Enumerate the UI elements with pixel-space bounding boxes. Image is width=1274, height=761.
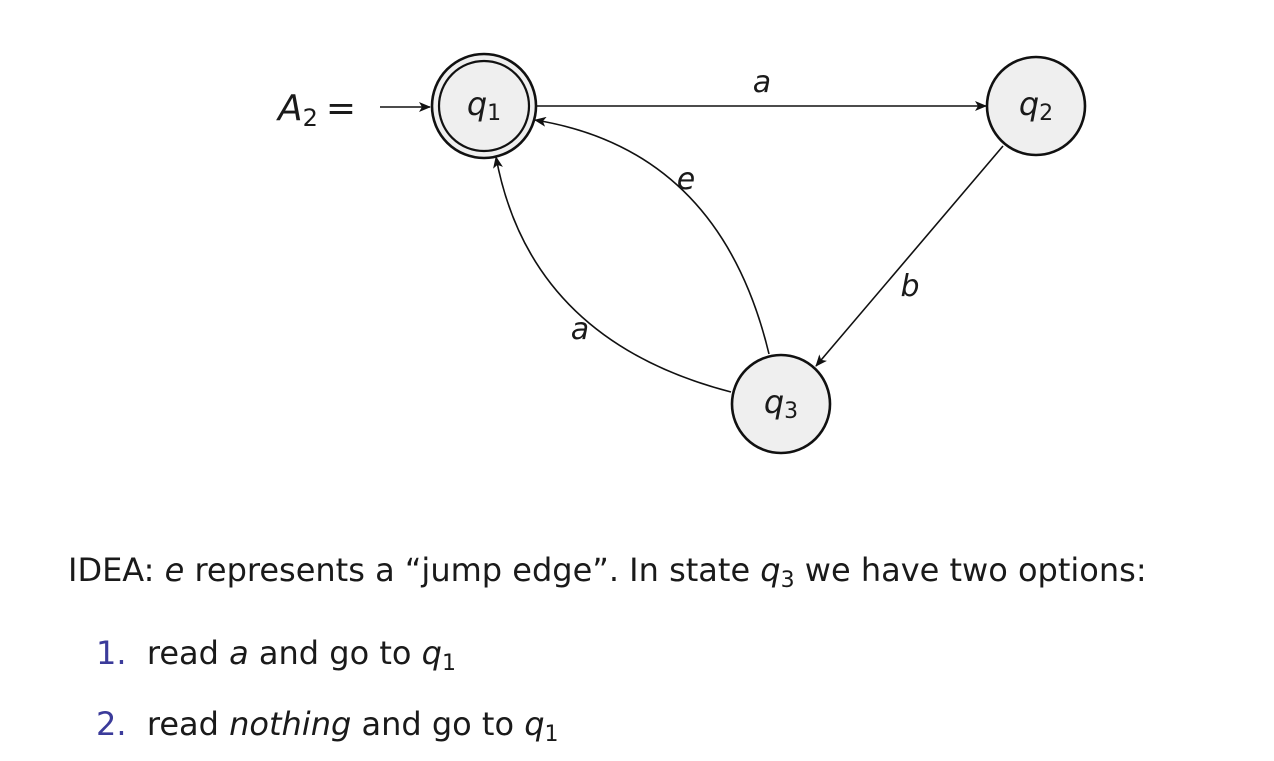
option-number-1: 1.: [96, 634, 127, 672]
option-1-state: q: [421, 634, 442, 672]
option-2-state-subscript: 1: [544, 722, 559, 747]
automaton-diagram: A2= a b e a q1 q2 q3: [276, 52, 1087, 455]
svg-text:q3: q3: [764, 383, 798, 424]
state-q3: q3: [730, 353, 832, 455]
state-q3-subscript: 3: [784, 399, 798, 424]
idea-prefix: IDEA:: [68, 551, 165, 589]
idea-middle: represents a “jump edge”. In state: [184, 551, 761, 589]
svg-text:q1: q1: [467, 85, 501, 126]
option-item-2: 2. read nothing and go to q1: [96, 704, 559, 747]
automaton-name: A: [276, 88, 303, 129]
edge-label-q1-q2: a: [753, 65, 771, 100]
option-2-after: and go to: [351, 705, 525, 743]
svg-text:q2: q2: [1019, 85, 1053, 126]
automaton-name-label: A2 =: [276, 88, 356, 132]
state-q1-label: q: [467, 85, 487, 123]
idea-symbol: e: [164, 551, 185, 589]
idea-line: IDEA: e represents a “jump edge”. In sta…: [68, 550, 1147, 593]
edge-q3-q1-a: [493, 156, 732, 393]
option-number-2: 2.: [96, 705, 127, 743]
edge-label-q2-q3: b: [900, 269, 919, 304]
idea-state: q: [760, 551, 781, 589]
state-q1: q1: [430, 52, 538, 160]
option-2-state: q: [524, 705, 545, 743]
option-item-1: 1. read a and go to q1: [96, 633, 456, 676]
option-1-after: and go to: [248, 634, 422, 672]
idea-state-subscript: 3: [780, 568, 795, 593]
state-q2-label: q: [1019, 85, 1039, 123]
idea-suffix: we have two options:: [794, 551, 1147, 589]
edge-label-q3-q1-a: a: [571, 312, 589, 347]
state-q2-subscript: 2: [1039, 101, 1053, 126]
edge-q3-q1-e: [534, 116, 770, 355]
automaton-subscript: 2: [303, 104, 318, 132]
edge-label-q3-q1-e: e: [677, 162, 695, 197]
state-q2: q2: [985, 55, 1087, 157]
option-1-before: read: [146, 634, 230, 672]
automaton-equals: =: [326, 88, 356, 129]
option-2-before: read: [146, 705, 230, 743]
option-1-emph: a: [229, 634, 249, 672]
option-2-emph: nothing: [229, 705, 352, 743]
option-1-state-subscript: 1: [441, 651, 456, 676]
state-q3-label: q: [764, 383, 784, 421]
state-q1-subscript: 1: [487, 101, 501, 126]
edge-q2-q3: [815, 145, 1004, 367]
